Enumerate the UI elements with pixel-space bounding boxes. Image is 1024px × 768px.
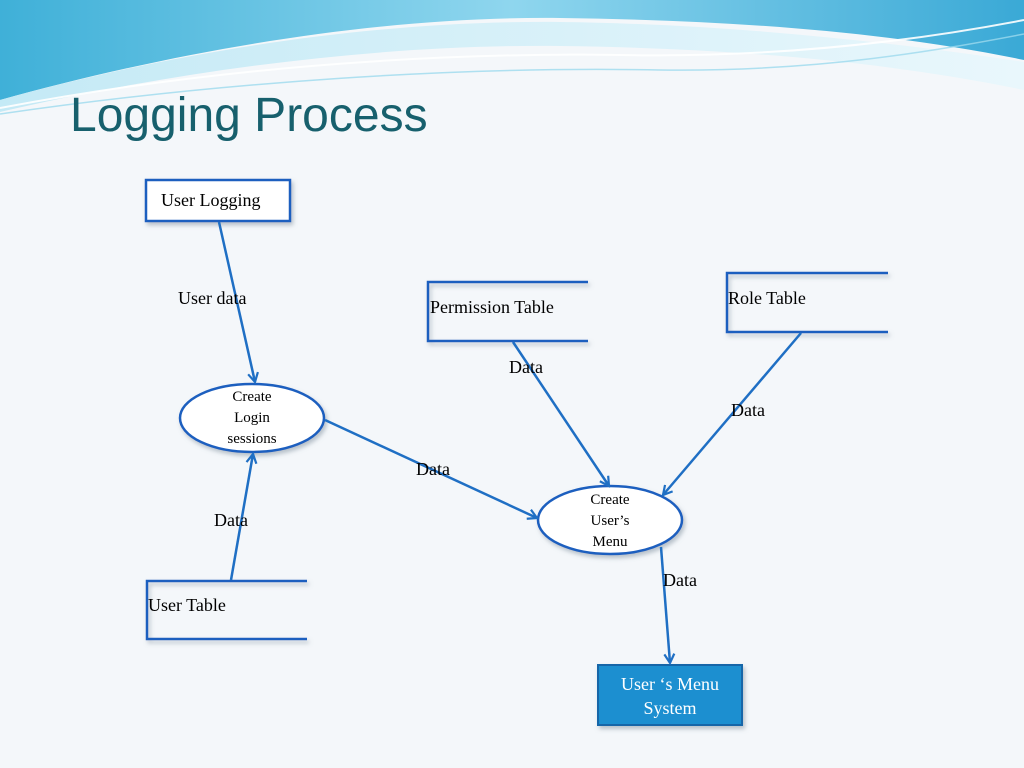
create-users-menu-line-3: Menu (592, 534, 628, 550)
users-menu-system-label: User ‘s Menu System (598, 672, 742, 720)
flow-label-permission-data: Data (509, 357, 543, 377)
users-menu-system-line-1: User ‘s Menu (621, 674, 719, 694)
create-login-sessions-line-1: Create (232, 389, 272, 405)
flow-label-role-data: Data (731, 400, 765, 420)
flow-label-user-table-data: Data (214, 510, 248, 530)
create-users-menu-line-1: Create (590, 492, 630, 508)
user-logging-label: User Logging (161, 190, 261, 210)
arrow-role-to-menu (663, 332, 802, 495)
page-title: Logging Process (70, 89, 428, 142)
create-login-sessions-label: Create Login sessions (202, 387, 302, 450)
user-table-label: User Table (148, 595, 226, 615)
flow-label-sessions-to-menu-data: Data (416, 459, 450, 479)
role-table-label: Role Table (728, 288, 806, 308)
create-users-menu-label: Create User’s Menu (560, 490, 660, 553)
arrow-sessions-to-menu (324, 418, 537, 518)
create-login-sessions-line-3: sessions (227, 431, 277, 447)
create-login-sessions-line-2: Login (234, 410, 270, 426)
user-table-store (145, 579, 307, 641)
permission-table-label: Permission Table (430, 297, 554, 317)
arrow-user-table-to-sessions (229, 454, 253, 581)
arrow-menu-to-system (659, 546, 670, 663)
create-users-menu-line-2: User’s (590, 513, 630, 529)
arrow-user-logging-to-sessions (217, 221, 255, 382)
role-table-store (725, 271, 888, 334)
permission-table-store (426, 280, 588, 343)
flow-label-menu-to-system-data: Data (663, 570, 697, 590)
user-logging-box (144, 178, 292, 223)
arrow-permission-to-menu (511, 341, 609, 486)
flow-label-user-data: User data (178, 288, 247, 308)
users-menu-system-line-2: System (643, 698, 697, 718)
